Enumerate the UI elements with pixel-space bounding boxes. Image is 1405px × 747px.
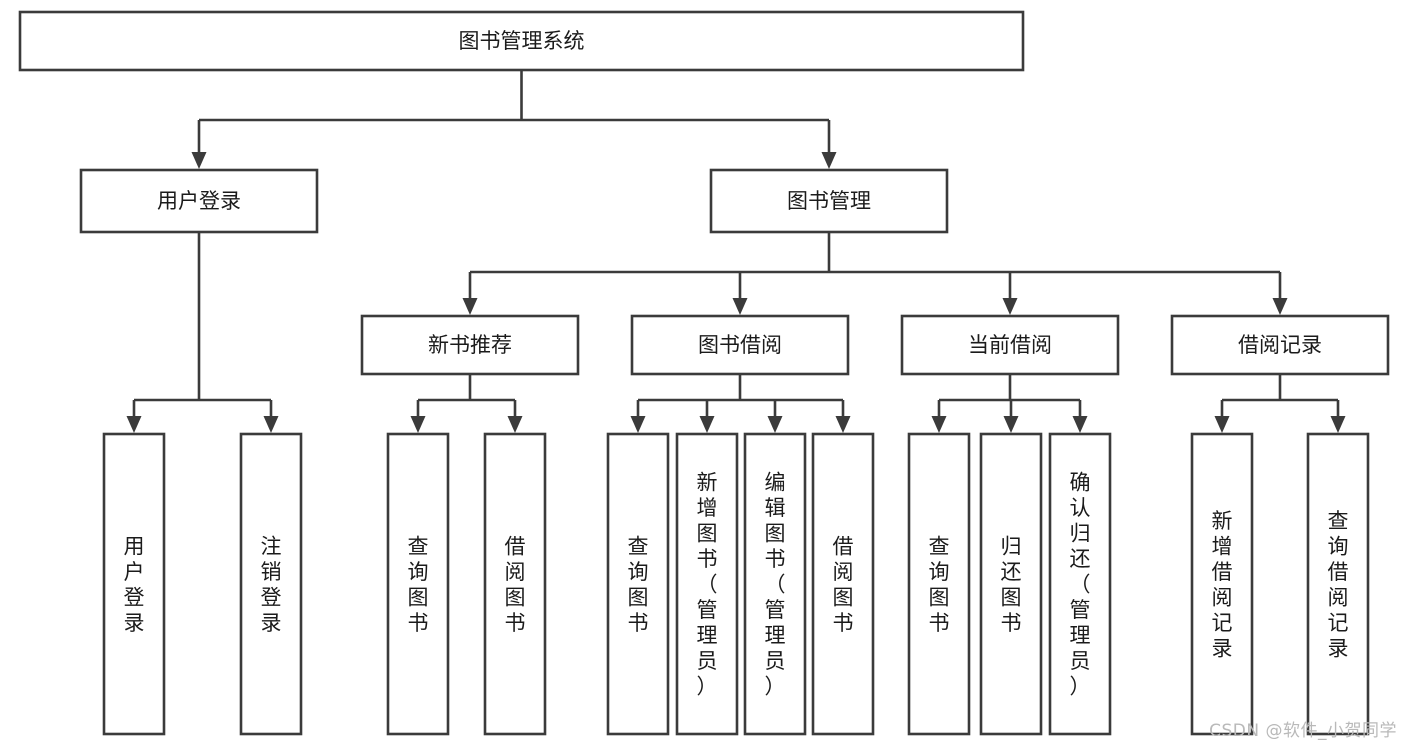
node-label: 图书借阅 xyxy=(698,333,782,357)
node-借阅图书[interactable]: 借阅图书 xyxy=(811,432,875,736)
node-label: 新增图书（管理员） xyxy=(697,471,718,699)
arrow-head xyxy=(462,298,478,315)
node-借阅记录[interactable]: 借阅记录 xyxy=(1170,314,1390,376)
node-label: 查询图书 xyxy=(408,534,429,635)
node-归还图书[interactable]: 归还图书 xyxy=(979,432,1043,736)
arrow-head xyxy=(507,416,523,433)
node-rect[interactable] xyxy=(900,314,1120,376)
node-rect[interactable] xyxy=(79,168,319,234)
arrow-head xyxy=(126,416,142,433)
node-rect[interactable] xyxy=(239,432,303,736)
node-label: 图书管理 xyxy=(787,189,871,213)
node-查询图书[interactable]: 查询图书 xyxy=(907,432,971,736)
arrow-head xyxy=(410,416,426,433)
node-label: 归还图书 xyxy=(1001,534,1022,635)
node-rect[interactable] xyxy=(979,432,1043,736)
node-label: 查询借阅记录 xyxy=(1328,509,1349,661)
arrow-head xyxy=(767,416,783,433)
node-当前借阅[interactable]: 当前借阅 xyxy=(900,314,1120,376)
node-rect[interactable] xyxy=(709,168,949,234)
node-查询借阅记录[interactable]: 查询借阅记录 xyxy=(1306,432,1370,736)
node-rect[interactable] xyxy=(675,432,739,736)
node-label: 借阅记录 xyxy=(1238,333,1322,357)
node-图书管理系统[interactable]: 图书管理系统 xyxy=(18,10,1025,72)
node-新增图书管理员[interactable]: 新增图书（管理员） xyxy=(675,432,739,736)
node-编辑图书管理员[interactable]: 编辑图书（管理员） xyxy=(743,432,807,736)
node-label: 编辑图书（管理员） xyxy=(765,471,786,699)
node-rect[interactable] xyxy=(606,432,670,736)
node-用户登录[interactable]: 用户登录 xyxy=(102,432,166,736)
node-label: 图书管理系统 xyxy=(459,29,585,53)
node-rect[interactable] xyxy=(483,432,547,736)
arrow-head xyxy=(191,152,207,169)
arrow-head xyxy=(931,416,947,433)
node-rect[interactable] xyxy=(630,314,850,376)
arrow-head xyxy=(1002,298,1018,315)
node-label: 确认归还（管理员） xyxy=(1070,471,1091,699)
node-rect[interactable] xyxy=(1048,432,1112,736)
node-label: 用户登录 xyxy=(157,189,241,213)
arrow-head xyxy=(821,152,837,169)
node-label: 借阅图书 xyxy=(505,534,526,635)
node-图书借阅[interactable]: 图书借阅 xyxy=(630,314,850,376)
node-label: 新增借阅记录 xyxy=(1212,509,1233,661)
node-label: 查询图书 xyxy=(929,534,950,635)
node-rect[interactable] xyxy=(360,314,580,376)
watermark-text: CSDN @软件_小贺同学 xyxy=(1209,721,1397,741)
node-rect[interactable] xyxy=(1190,432,1254,736)
arrow-head xyxy=(732,298,748,315)
node-查询图书[interactable]: 查询图书 xyxy=(606,432,670,736)
arrow-head xyxy=(1003,416,1019,433)
node-label: 新书推荐 xyxy=(428,333,512,357)
node-rect[interactable] xyxy=(102,432,166,736)
arrow-head xyxy=(1214,416,1230,433)
node-借阅图书[interactable]: 借阅图书 xyxy=(483,432,547,736)
arrow-head xyxy=(1330,416,1346,433)
node-图书管理[interactable]: 图书管理 xyxy=(709,168,949,234)
node-label: 查询图书 xyxy=(628,534,649,635)
arrow-head xyxy=(835,416,851,433)
node-rect[interactable] xyxy=(386,432,450,736)
arrow-head xyxy=(630,416,646,433)
node-注销登录[interactable]: 注销登录 xyxy=(239,432,303,736)
node-新增借阅记录[interactable]: 新增借阅记录 xyxy=(1190,432,1254,736)
arrow-head xyxy=(263,416,279,433)
node-label: 借阅图书 xyxy=(833,534,854,635)
node-label: 注销登录 xyxy=(261,534,282,635)
node-rect[interactable] xyxy=(907,432,971,736)
node-rect[interactable] xyxy=(1170,314,1390,376)
arrow-head xyxy=(1272,298,1288,315)
arrow-head xyxy=(1072,416,1088,433)
node-用户登录[interactable]: 用户登录 xyxy=(79,168,319,234)
node-rect[interactable] xyxy=(743,432,807,736)
node-确认归还管理员[interactable]: 确认归还（管理员） xyxy=(1048,432,1112,736)
node-rect[interactable] xyxy=(811,432,875,736)
node-rect[interactable] xyxy=(18,10,1025,72)
node-rect[interactable] xyxy=(1306,432,1370,736)
node-label: 当前借阅 xyxy=(968,333,1052,357)
node-新书推荐[interactable]: 新书推荐 xyxy=(360,314,580,376)
node-label: 用户登录 xyxy=(124,534,145,635)
arrow-head xyxy=(699,416,715,433)
node-查询图书[interactable]: 查询图书 xyxy=(386,432,450,736)
